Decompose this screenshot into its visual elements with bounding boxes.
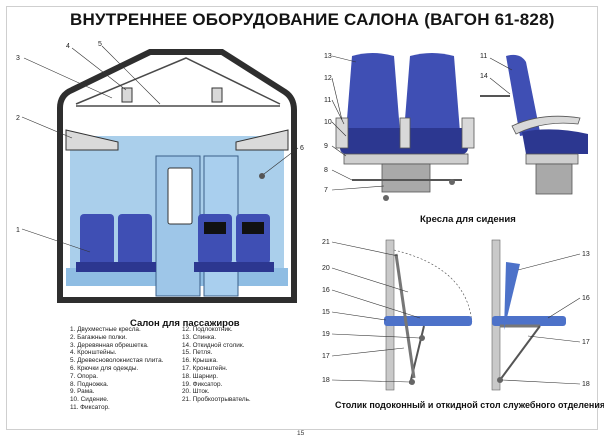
seat-side-support [535, 163, 573, 195]
callout-table-left-17: 17 [322, 353, 330, 360]
table-left-bracket [394, 253, 416, 379]
seat-front-support [381, 163, 431, 193]
table-right-callouts: 13 16 17 18 [501, 251, 590, 388]
callout-table-left-21: 21 [322, 239, 330, 246]
legend-item: 8. Подножка. [70, 380, 109, 388]
callout-salon-1: 1 [16, 227, 20, 234]
callout-seat-front-12: 12 [324, 75, 332, 82]
page-number: 15 [297, 430, 305, 437]
legend-item: 5. Древесноволокнистая плита. [70, 357, 164, 365]
legend-column-2: 12. Подлокотник. 13. Спинка. 14. Откидно… [182, 326, 251, 404]
seats-caption: Кресла для сидения [420, 214, 516, 225]
callout-salon-3: 3 [16, 55, 20, 62]
callout-table-right-13: 13 [582, 251, 590, 258]
legend-item: 18. Шарнир. [182, 372, 219, 380]
seat-side-armrest [511, 115, 581, 135]
luggage-shelf-left [65, 129, 119, 151]
legend-item: 14. Откидной столик. [182, 341, 245, 349]
callout-table-left-18: 18 [322, 377, 330, 384]
callout-salon-2: 2 [16, 115, 20, 122]
salon-callouts: 1 2 3 4 5 6 [16, 41, 304, 253]
parts-legend: 1. Двухместные кресла. 2. Багажные полки… [70, 326, 320, 416]
page-title: ВНУТРЕННЕЕ ОБОРУДОВАНИЕ САЛОНА (ВАГОН 61… [70, 10, 555, 29]
callout-seat-side-11: 11 [480, 53, 487, 60]
callout-seat-front-10: 10 [324, 119, 332, 126]
seat-front-armrest-left [335, 117, 349, 149]
seat-right-cushion [194, 262, 274, 272]
legend-item: 4. Кронштейны. [70, 349, 117, 357]
legend-item: 19. Фиксатор. [182, 380, 223, 388]
table-right-top [492, 316, 566, 326]
legend-item: 15. Петля. [182, 349, 213, 357]
callout-seat-front-8: 8 [324, 167, 328, 174]
callout-seat-front-9: 9 [324, 143, 328, 150]
seat-side-callouts: 11 14 [480, 53, 513, 95]
bracket-right [211, 87, 223, 103]
seat-front-armrest-right [461, 117, 475, 149]
table-left-callouts: 21 20 16 15 19 17 18 [322, 239, 421, 384]
seat-side-cushion [522, 129, 588, 154]
callout-table-right-18: 18 [582, 381, 590, 388]
callout-table-right-16: 16 [582, 295, 590, 302]
callout-table-left-19: 19 [322, 331, 330, 338]
seat-front-backrest-2 [404, 53, 460, 132]
legend-item: 16. Крышка. [182, 357, 218, 365]
legend-item: 2. Багажные полки. [70, 333, 128, 341]
callout-seat-side-14: 14 [480, 73, 488, 80]
page-frame [6, 6, 598, 430]
seat-front-backrest-1 [346, 53, 400, 132]
callout-salon-4: 4 [66, 43, 70, 50]
seat-left-2 [118, 214, 152, 266]
callout-table-left-20: 20 [322, 265, 330, 272]
seat-side-backrest [506, 54, 540, 136]
seat-left-1 [80, 214, 114, 266]
legend-item: 10. Сидение. [70, 396, 109, 404]
legend-item: 7. Опора. [70, 372, 98, 380]
table-left-top [384, 316, 472, 326]
legend-item: 1. Двухместные кресла. [70, 326, 141, 333]
table-left-arc [393, 249, 473, 325]
table-right-folded [504, 262, 520, 330]
legend-item: 9. Рама. [70, 388, 95, 396]
table-left-wall [385, 239, 395, 391]
legend-item: 3. Деревянная обрешетка. [70, 341, 149, 349]
seat-left-cushion [76, 262, 156, 272]
tables-caption: Столик подоконный и откидной стол служеб… [335, 400, 604, 410]
callout-salon-6: 6 [300, 145, 304, 152]
salon-caption: Салон для пассажиров [130, 318, 240, 329]
callout-table-right-17: 17 [582, 339, 590, 346]
table-right-rod [499, 325, 541, 381]
legend-item: 11. Фиксатор. [70, 403, 110, 411]
door-window [167, 167, 193, 225]
legend-item: 12. Подлокотник. [182, 326, 233, 333]
legend-column-1: 1. Двухместные кресла. 2. Багажные полки… [70, 326, 163, 412]
callout-salon-5: 5 [98, 41, 102, 48]
legend-item: 6. Крючки для одежды. [70, 364, 139, 372]
legend-item: 13. Спинка. [182, 333, 217, 341]
seat-front-callouts: 13 12 11 10 9 8 7 [324, 53, 385, 194]
legend-item: 20. Шток. [182, 388, 210, 396]
callout-table-left-16: 16 [322, 287, 330, 294]
callout-table-left-15: 15 [322, 309, 330, 316]
callout-seat-front-7: 7 [324, 187, 328, 194]
legend-item: 17. Кронштейн. [182, 364, 228, 372]
coat-hook [259, 173, 265, 179]
roof-truss [75, 57, 281, 105]
seat-front-armrest-mid [399, 117, 411, 149]
seat-right-headrest-1 [204, 222, 226, 234]
table-right-wall [491, 239, 501, 391]
bracket-left [121, 87, 133, 103]
luggage-shelf-right [235, 129, 289, 151]
legend-item: 21. Пробкоотрыватель. [182, 396, 251, 404]
callout-seat-front-13: 13 [324, 53, 332, 60]
callout-seat-front-11: 11 [324, 97, 331, 104]
seat-right-headrest-2 [242, 222, 264, 234]
